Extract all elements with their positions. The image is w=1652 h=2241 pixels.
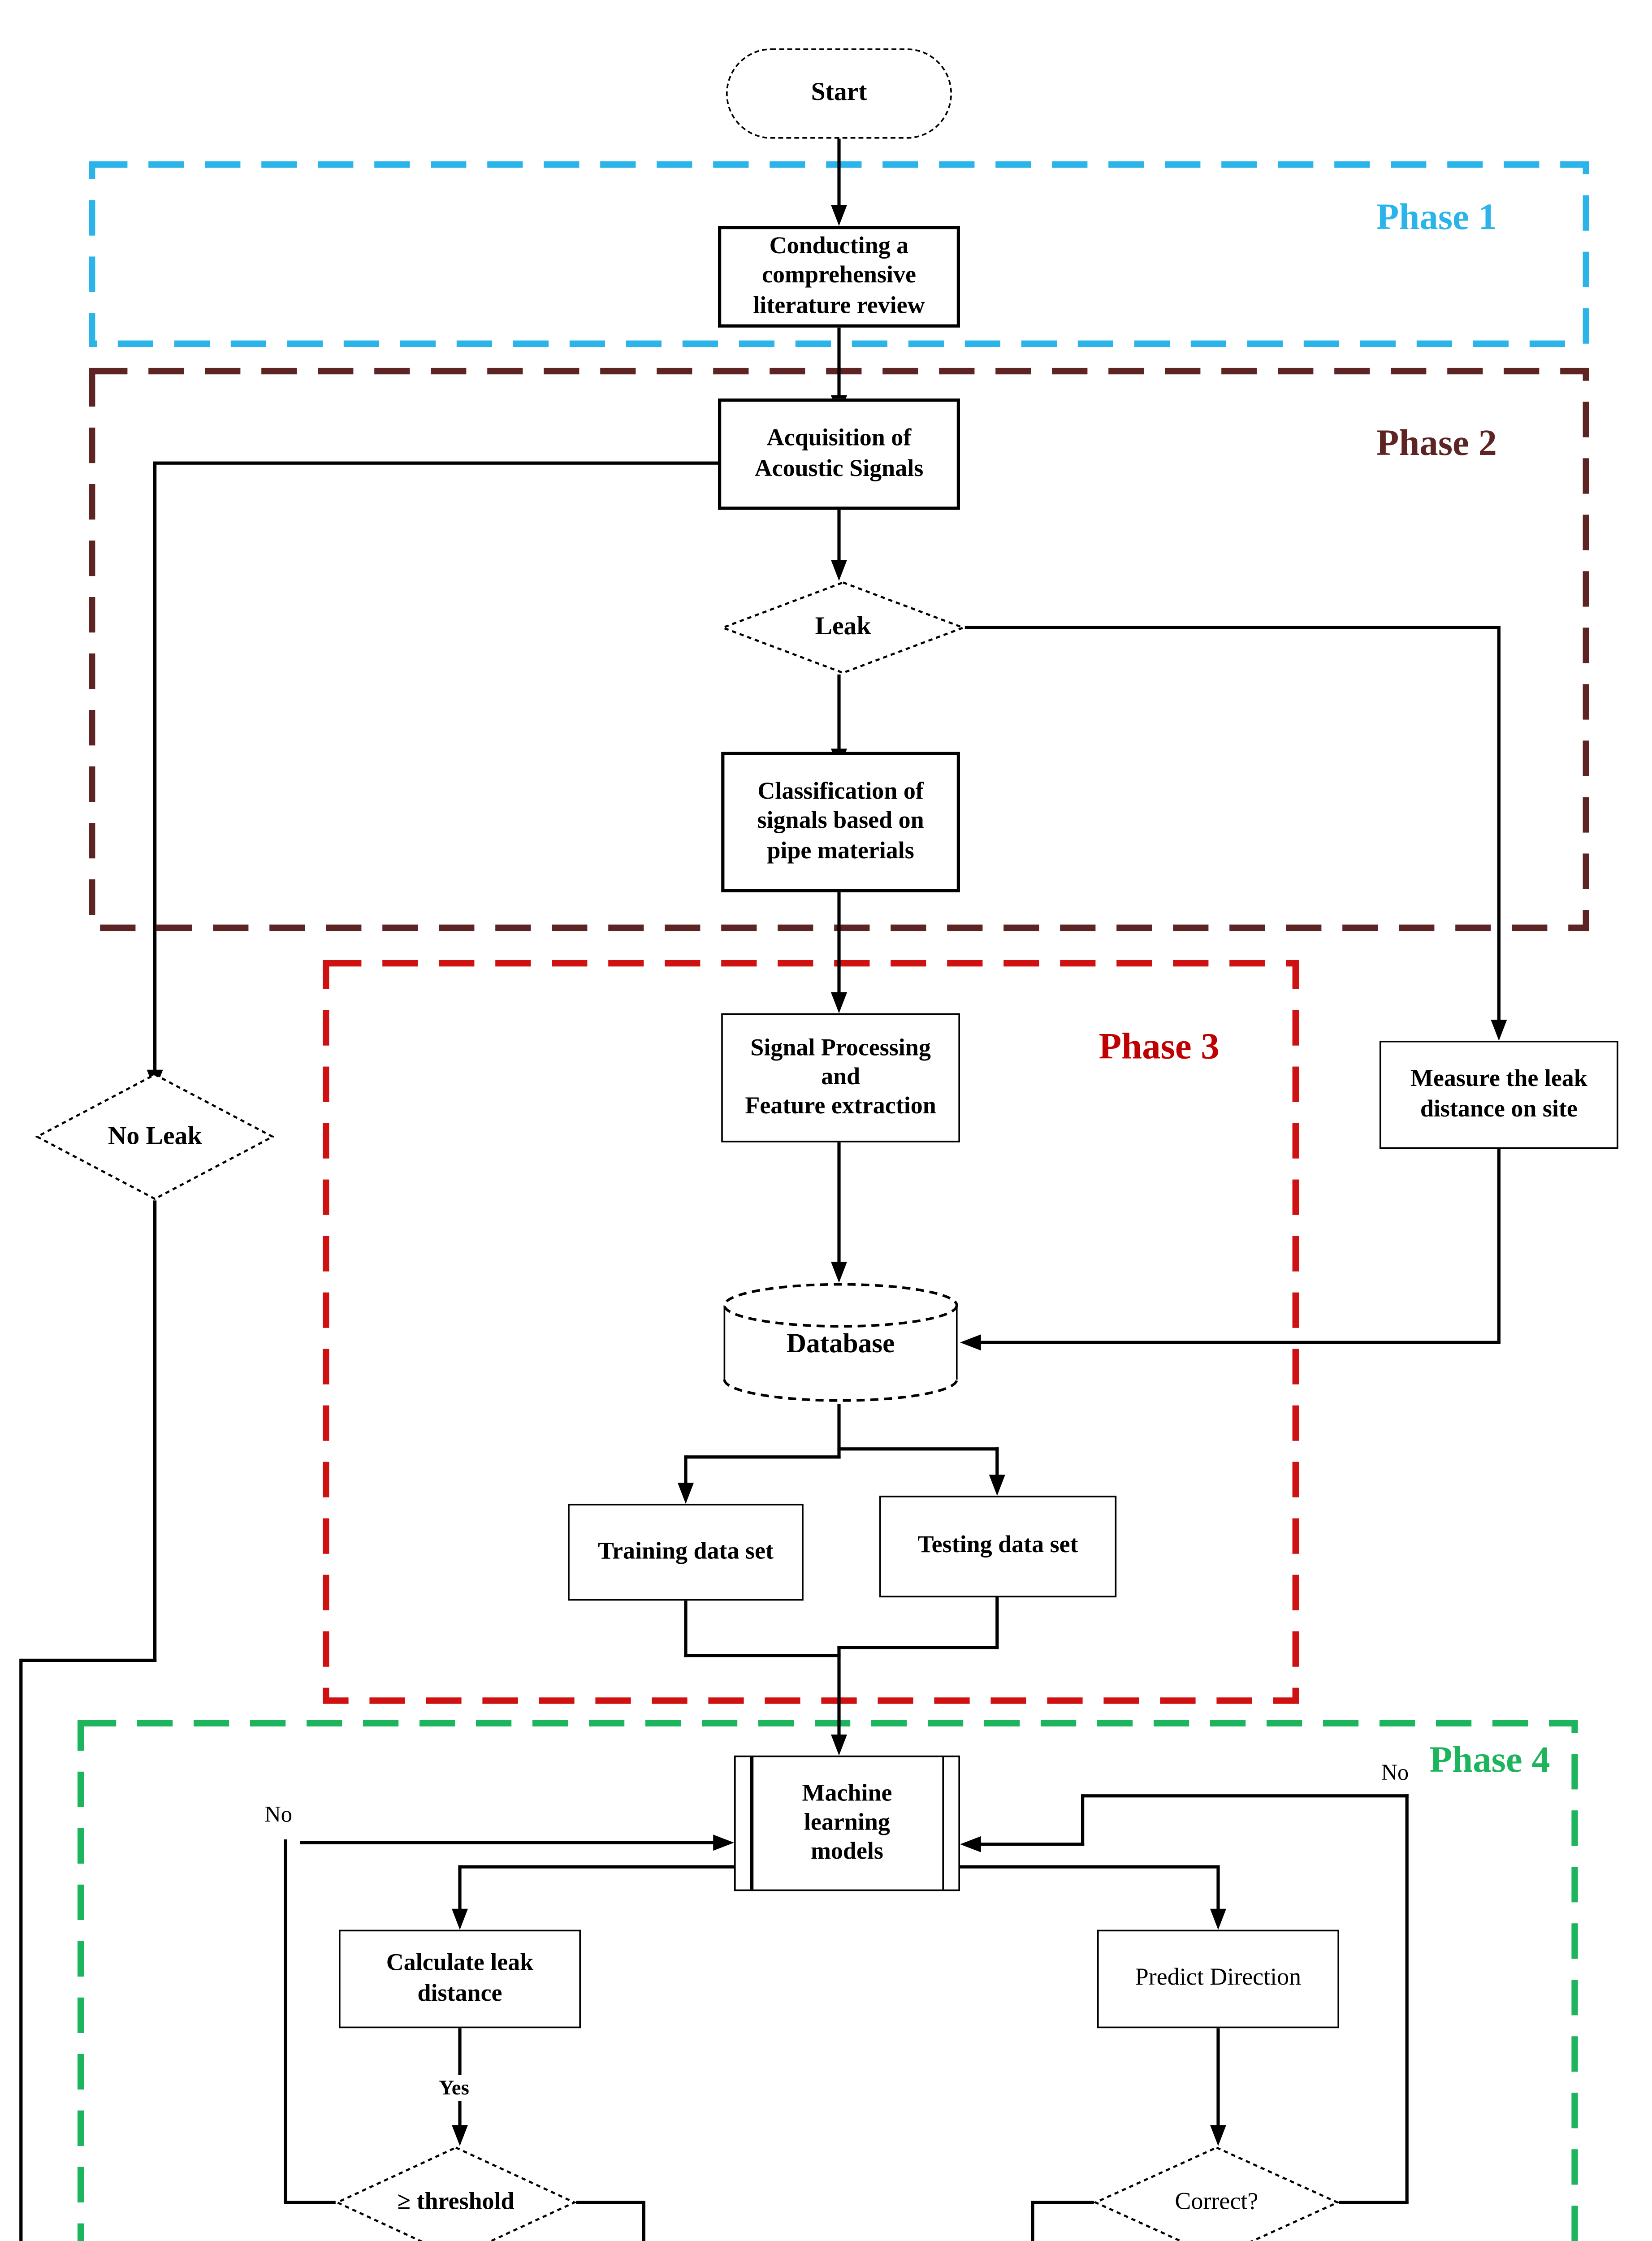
arrowhead [989,1475,1005,1496]
arrowhead [960,1334,981,1351]
edge-signal-database [837,1142,841,1265]
phase1-label: Phase 1 [1376,197,1497,238]
edge-noleak-end-v1 [153,1200,157,1662]
edge-correct-no-v1 [1405,1794,1409,2202]
edge-split-training-h [686,1455,841,1459]
edge-threshold-no-h2 [300,1841,718,1844]
edge-measure-database-h [976,1341,1499,1344]
arrowhead [831,992,847,1013]
edge-testing-merge-v [995,1597,999,1649]
edge-threshold-accept-h1 [576,2201,645,2204]
classification-box: Classification of signals based on pipe … [721,752,960,892]
phase3-region [323,960,1299,1704]
measure-distance-box: Measure the leak distance on site [1380,1041,1618,1149]
predict-direction-box: Predict Direction [1097,1930,1339,2029]
arrowhead [831,205,847,226]
edge-merge-ml [837,1646,841,1738]
edge-threshold-accept-v [642,2201,645,2241]
phase2-label: Phase 2 [1376,423,1497,463]
edge-training-merge-v [684,1601,688,1657]
edge-predict-correct [1216,2028,1220,2129]
yes-label-top: Yes [437,2075,471,2101]
arrowhead [452,1908,468,1930]
leak-diamond [721,581,965,674]
literature-review-box: Conducting a comprehensive literature re… [718,226,960,328]
edge-correct-accept-v [1031,2201,1034,2241]
arrowhead [678,1483,694,1504]
acquisition-box: Acquisition of Acoustic Signals [718,398,960,510]
edge-split-testing-v [995,1447,999,1476]
edge-training-merge-h [684,1654,841,1657]
edge-threshold-no-v [284,1839,287,2204]
phase4-label: Phase 4 [1429,1739,1550,1780]
no-label-left: No [263,1804,294,1830]
ml-models-right-bar [941,1757,944,1890]
edge-correct-no-v2 [1081,1794,1085,1846]
edge-database-split [837,1404,841,1459]
arrowhead [1491,1020,1507,1041]
edge-correct-no-h1 [1339,2201,1409,2204]
edge-acquisition-noleak-v [153,461,157,1073]
edge-classification-signal [837,892,841,996]
edge-acquisition-noleak-h [155,461,718,465]
edge-ml-calc-h [460,1865,734,1869]
edge-literature-acquisition [837,327,841,399]
no-leak-diamond [35,1073,274,1200]
arrowhead [452,2125,468,2146]
threshold-diamond-label: ≥ threshold [397,2189,515,2215]
database-label: Database [786,1327,895,1358]
edge-split-testing-h [837,1447,999,1451]
edge-split-training-v [684,1455,688,1484]
edge-correct-accept-h1 [1033,2201,1094,2204]
edge-start-literature [837,137,841,208]
edge-testing-merge-h [837,1646,999,1649]
edge-ml-calc-v [458,1865,462,1912]
arrowhead [831,1262,847,1283]
phase4-region [77,1720,1578,2241]
arrowhead [960,1836,981,1852]
start-terminator: Start [726,48,952,139]
edge-acquisition-leak [837,510,841,563]
signal-processing-box: Signal Processing and Feature extraction [721,1013,960,1142]
edge-ml-predict-h [960,1865,1218,1869]
testing-dataset-box: Testing data set [879,1496,1117,1597]
edge-noleak-end-v2 [19,1658,23,2241]
arrowhead [713,1834,734,1851]
arrowhead [831,560,847,581]
ml-models-box: Machine learning models [734,1755,960,1891]
no-label-right: No [1380,1762,1410,1788]
phase3-label: Phase 3 [1098,1026,1220,1067]
edge-leak-measure-v [1497,626,1501,1021]
calc-distance-box: Calculate leak distance [339,1930,581,2029]
edge-correct-no-h3 [976,1843,1085,1846]
arrowhead [1210,1908,1226,1930]
edge-noleak-end-h1 [21,1658,157,1662]
edge-leak-classification [837,674,841,752]
edge-correct-no-h2 [1082,1794,1409,1798]
edge-leak-measure-h [964,626,1499,629]
arrowhead [831,1735,847,1756]
training-dataset-box: Training data set [568,1504,804,1601]
edge-threshold-no-h1 [285,2201,336,2204]
ml-models-left-bar [750,1757,753,1890]
threshold-diamond [335,2146,576,2241]
ml-models-label: Machine learning models [802,1780,892,1866]
edge-measure-database-v [1497,1149,1501,1344]
leak-diamond-label: Leak [815,613,871,641]
edge-ml-predict-v [1216,1865,1220,1912]
correct-diamond [1094,2146,1339,2241]
arrowhead [1210,2125,1226,2146]
database-cylinder [723,1283,958,1402]
correct-diamond-label: Correct? [1175,2189,1258,2215]
no-leak-diamond-label: No Leak [108,1122,202,1150]
